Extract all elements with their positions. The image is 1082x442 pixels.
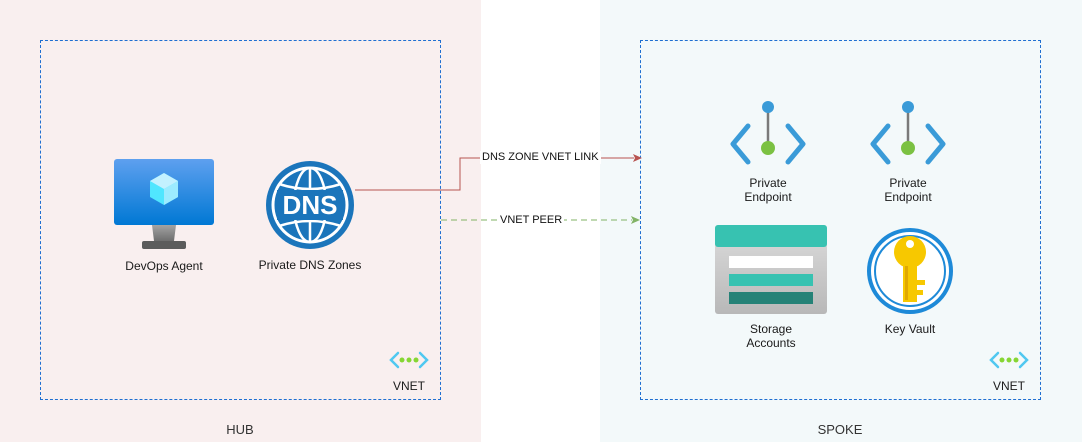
storage-accounts-label: Storage Accounts xyxy=(746,322,796,350)
hub-vnet-label: VNET xyxy=(392,379,425,393)
spoke-vnet-icon xyxy=(989,351,1029,369)
key-vault-icon[interactable] xyxy=(867,228,953,314)
vnet-peer-label: VNET PEER xyxy=(498,214,565,227)
hub-vnet-icon xyxy=(389,351,429,369)
private-dns-zones-icon[interactable]: DNS xyxy=(265,160,355,250)
dns-icon-text: DNS xyxy=(283,190,338,220)
vnet-peer-arrow-icon xyxy=(631,216,640,224)
key-vault-label: Key Vault xyxy=(884,322,936,336)
virtual-machine-icon[interactable] xyxy=(114,159,214,251)
private-dns-zones-label: Private DNS Zones xyxy=(258,258,362,272)
hub-vnet-box[interactable] xyxy=(40,40,441,400)
private-endpoint-1-label: Private Endpoint xyxy=(744,176,792,204)
devops-agent-label: DevOps Agent xyxy=(125,259,203,273)
private-endpoint-2-label: Private Endpoint xyxy=(884,176,932,204)
spoke-vnet-box[interactable] xyxy=(640,40,1041,400)
private-endpoint-2-icon[interactable] xyxy=(870,100,946,166)
private-endpoint-1-icon[interactable] xyxy=(730,100,806,166)
dns-link-label: DNS ZONE VNET LINK xyxy=(480,151,601,164)
hub-title: HUB xyxy=(226,422,254,437)
storage-accounts-icon[interactable] xyxy=(715,225,827,314)
dns-link-arrow-icon xyxy=(633,154,642,162)
hub-panel xyxy=(0,0,481,442)
spoke-title: SPOKE xyxy=(817,422,863,437)
spoke-vnet-label: VNET xyxy=(992,379,1025,393)
spoke-panel xyxy=(600,0,1082,442)
